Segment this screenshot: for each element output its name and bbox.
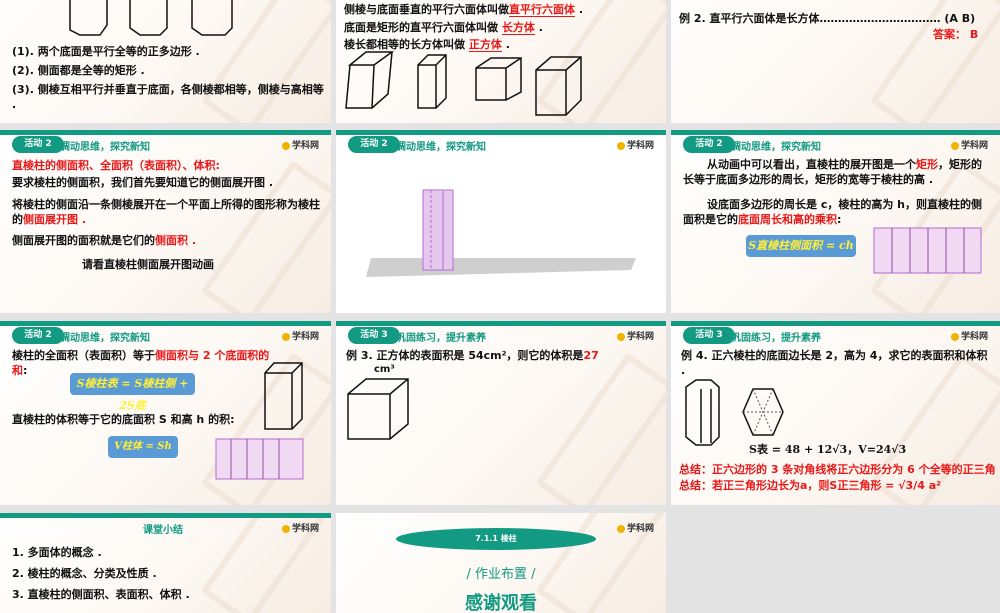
animation-prompt: 请看直棱柱侧面展开图动画 <box>82 258 214 271</box>
section-pill: 7.1.1 棱柱 <box>396 528 596 550</box>
summary-2: 总结：若正三角形边长为a，则S正三角形 = √3/4 a² <box>679 479 941 492</box>
text-line: 直棱柱的体积等于它的底面积 S 和高 h 的积: <box>12 413 235 426</box>
summary-item: 1. 多面体的概念 . <box>12 546 102 559</box>
text-line: (1). 两个底面是平行全等的正多边形 . <box>12 45 200 58</box>
slide-thumbnail-2[interactable]: 侧棱与底面垂直的平行六面体叫做直平行六面体 . 底面是矩形的直平行六面体叫做 长… <box>336 0 666 123</box>
summary-item: 2. 棱柱的概念、分类及性质 . <box>12 567 157 580</box>
cube-figure <box>347 378 409 440</box>
xuekewang-logo: 学科网 <box>616 138 654 151</box>
text-line: 侧棱与底面垂直的平行六面体叫做直平行六面体 . <box>344 3 584 17</box>
unit: cm³ <box>374 364 395 375</box>
text-line: 侧面展开图的面积就是它们的侧面积 . <box>12 234 197 247</box>
formula-box: S直棱柱侧面积 = ch <box>746 235 856 257</box>
text-line: 棱柱的全面积（表面积）等于侧面积与 2 个底面积的和: <box>12 349 270 377</box>
text-line: 棱长都相等的长方体叫做 正方体 . <box>344 38 510 52</box>
text-line: (2). 侧面都是全等的矩形 . <box>12 64 145 77</box>
text-line: 要求棱柱的侧面积，我们首先要知道它的侧面展开图 . <box>12 176 274 189</box>
text-line: 设底面多边形的周长是 c，棱柱的高为 h，则直棱柱的侧面积是它的底面周长和高的乘… <box>683 198 983 226</box>
result-text: S表 = 48 + 12√3，V=24√3 <box>749 443 907 456</box>
slide-thumbnail-11[interactable]: 学科网 7.1.1 棱柱 / 作业布置 / 感谢观看 <box>336 513 666 613</box>
summary-item: 3. 直棱柱的侧面积、表面积、体积 . <box>12 588 190 601</box>
lateral-unfold-figure <box>215 438 304 480</box>
cuboid-figures <box>345 51 582 116</box>
xuekewang-logo: 学科网 <box>281 138 319 151</box>
slide-thumbnail-3[interactable]: 例 2. 直平行六面体是长方体…………………………… (A B) 答案： B <box>671 0 1000 123</box>
lateral-unfold-figure <box>873 227 982 274</box>
slide-header: 学科网 <box>336 513 666 539</box>
thanks-text: 感谢观看 <box>465 593 537 613</box>
xuekewang-logo: 学科网 <box>281 521 319 534</box>
question-text: 例 3. 正方体的表面积是 54cm²，则它的体积是27 <box>346 349 599 362</box>
formula-box: S棱柱表 = S棱柱侧 + 2S底 <box>70 373 195 412</box>
slide-thumbnail-10[interactable]: 课堂小结学科网 1. 多面体的概念 . 2. 棱柱的概念、分类及性质 . 3. … <box>0 513 331 613</box>
text-line: 底面是矩形的直平行六面体叫做 长方体 . <box>344 21 543 35</box>
xuekewang-logo: 学科网 <box>616 521 654 534</box>
answer-text: 答案： B <box>933 28 979 41</box>
volume-formula-box: V柱体 = Sh <box>108 436 178 458</box>
xuekewang-logo: 学科网 <box>281 329 319 342</box>
xuekewang-logo: 学科网 <box>950 138 988 151</box>
hexagonal-prism-figures <box>685 379 784 446</box>
prism-figure <box>264 362 303 430</box>
heading: 直棱柱的侧面积、全面积（表面积）、体积: <box>12 159 220 172</box>
text-line: (3). 侧棱互相平行并垂直于底面，各侧棱都相等，侧棱与高相等 . <box>12 83 324 111</box>
summary-1: 总结：正六边形的 3 条对角线将正六边形分为 6 个全等的正三角形 <box>679 463 996 479</box>
homework-title: / 作业布置 / <box>466 567 536 582</box>
xuekewang-logo: 学科网 <box>616 329 654 342</box>
prism-figures <box>69 0 233 36</box>
prism-animation <box>366 189 636 277</box>
slide-thumbnail-1[interactable]: (1). 两个底面是平行全等的正多边形 . (2). 侧面都是全等的矩形 . (… <box>0 0 331 123</box>
question-text: 例 2. 直平行六面体是长方体…………………………… (A B) <box>679 12 976 25</box>
question-text: 例 4. 正六棱柱的底面边长是 2，高为 4，求它的表面积和体积 . <box>681 349 988 377</box>
text-line: 从动画中可以看出，直棱柱的展开图是一个矩形，矩形的长等于底面多边形的周长，矩形的… <box>683 158 982 186</box>
text-line: 将棱柱的侧面沿一条侧棱展开在一个平面上所得的图形称为棱柱的侧面展开图 . <box>12 198 320 226</box>
slide-header: 课堂小结学科网 <box>0 513 331 539</box>
xuekewang-logo: 学科网 <box>950 329 988 342</box>
